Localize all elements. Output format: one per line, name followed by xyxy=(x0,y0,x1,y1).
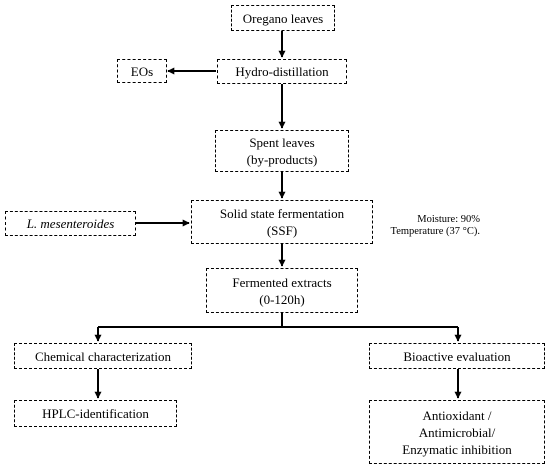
node-assays-line3: Enzymatic inhibition xyxy=(402,441,512,457)
node-bioactive-evaluation: Bioactive evaluation xyxy=(369,343,545,369)
node-fermented-extracts: Fermented extracts (0-120h) xyxy=(206,268,358,313)
node-oregano-leaves-label: Oregano leaves xyxy=(242,10,324,26)
node-chemical-characterization-label: Chemical characterization xyxy=(34,348,172,364)
node-bioactive-evaluation-label: Bioactive evaluation xyxy=(403,348,511,364)
node-hydro-distillation-label: Hydro-distillation xyxy=(235,64,329,79)
node-chemical-characterization: Chemical characterization xyxy=(14,343,192,369)
node-ssf-line2: (SSF) xyxy=(266,223,298,238)
node-hplc-identification: HPLC-identification xyxy=(14,400,177,427)
node-oregano-leaves: Oregano leaves xyxy=(231,5,335,31)
node-hplc-identification-label: HPLC-identification xyxy=(42,406,149,421)
node-spent-leaves: Spent leaves (by-products) xyxy=(215,130,349,172)
condition-temperature: Temperature (37 °C). xyxy=(390,226,480,237)
fermentation-conditions: Moisture: 90% Temperature (37 °C). xyxy=(372,214,480,238)
node-fermented-extracts-line1: Fermented extracts xyxy=(232,274,332,290)
node-ssf-line1: Solid state fermentation xyxy=(219,206,345,221)
node-eos: EOs xyxy=(117,59,167,83)
node-assays-line1: Antioxidant / xyxy=(422,407,492,423)
node-spent-leaves-line1: Spent leaves xyxy=(249,135,315,150)
node-assays: Antioxidant / Antimicrobial/ Enzymatic i… xyxy=(369,400,545,464)
condition-moisture: Moisture: 90% xyxy=(417,214,480,225)
node-spent-leaves-line2: (by-products) xyxy=(246,152,318,167)
node-hydro-distillation: Hydro-distillation xyxy=(217,59,347,84)
node-assays-line2: Antimicrobial/ xyxy=(418,424,496,440)
node-fermented-extracts-line2: (0-120h) xyxy=(259,291,305,307)
node-l-mesenteroides: L. mesenteroides xyxy=(5,211,136,236)
node-ssf: Solid state fermentation (SSF) xyxy=(191,200,373,244)
node-l-mesenteroides-label: L. mesenteroides xyxy=(26,216,115,231)
node-eos-label: EOs xyxy=(130,63,154,79)
